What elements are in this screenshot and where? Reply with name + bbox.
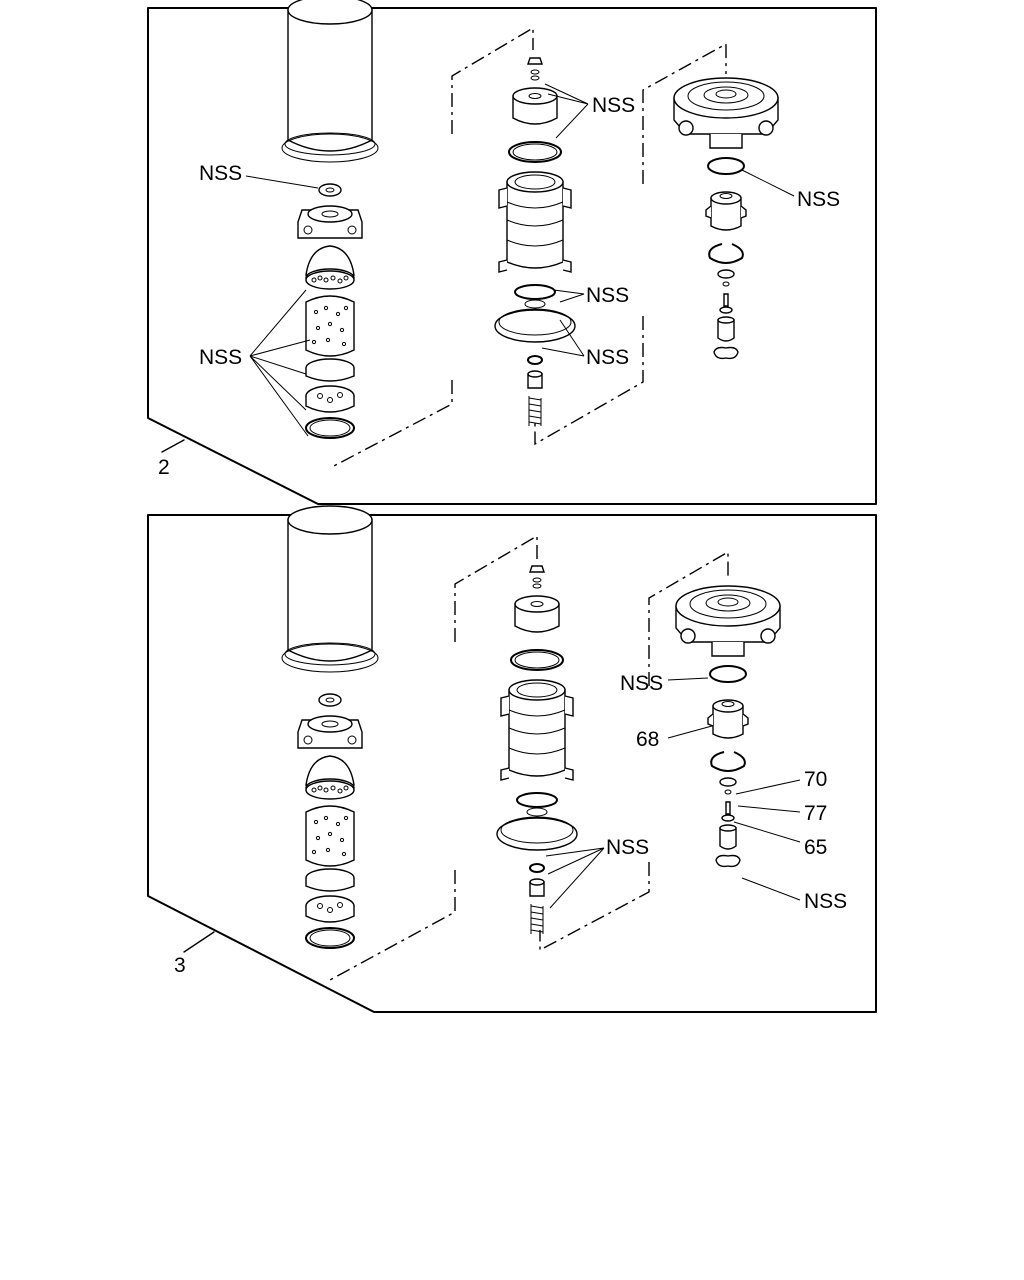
lower-panel-number: 3 (174, 954, 186, 977)
lower-label-68: 68 (636, 728, 659, 751)
lower-label-nss-piston: NSS (606, 836, 649, 859)
upper-center-stack (494, 57, 576, 427)
upper-label-nss-oring: NSS (797, 188, 840, 211)
lower-filter-canister (281, 505, 379, 673)
lower-panel-number-leader (183, 931, 215, 953)
lower-label-70: 70 (804, 768, 827, 791)
upper-valve-stack (673, 77, 779, 360)
lower-panel: 3 NSS 68 70 77 65 NSS NSS (147, 505, 877, 1013)
lower-panel-frame (147, 514, 877, 1013)
lower-center-stack (496, 565, 578, 935)
lower-label-77: 77 (804, 802, 827, 825)
lower-label-nss-seal: NSS (804, 890, 847, 913)
lower-valve-stack (675, 585, 781, 868)
upper-panel-number: 2 (158, 456, 170, 479)
upper-filter-canister (281, 0, 379, 163)
upper-cartridge-stack (297, 183, 363, 439)
upper-dash-left (329, 26, 534, 469)
upper-label-nss-cap: NSS (592, 94, 635, 117)
lower-dash-left (329, 534, 538, 981)
upper-panel-number-leader (161, 439, 185, 453)
upper-dash-mid (534, 42, 727, 446)
upper-label-nss-washer: NSS (199, 162, 242, 185)
upper-label-nss-filter-parts: NSS (199, 346, 242, 369)
upper-label-nss-rings: NSS (586, 284, 629, 307)
lower-label-65: 65 (804, 836, 827, 859)
lower-cartridge-stack (297, 693, 363, 949)
lower-label-nss-oring: NSS (620, 672, 663, 695)
upper-label-nss-plate: NSS (586, 346, 629, 369)
upper-panel-frame (147, 7, 877, 505)
lower-dash-mid (539, 550, 729, 952)
upper-panel: 2 NSS NSS NSS NSS NSS NSS (147, 0, 877, 505)
